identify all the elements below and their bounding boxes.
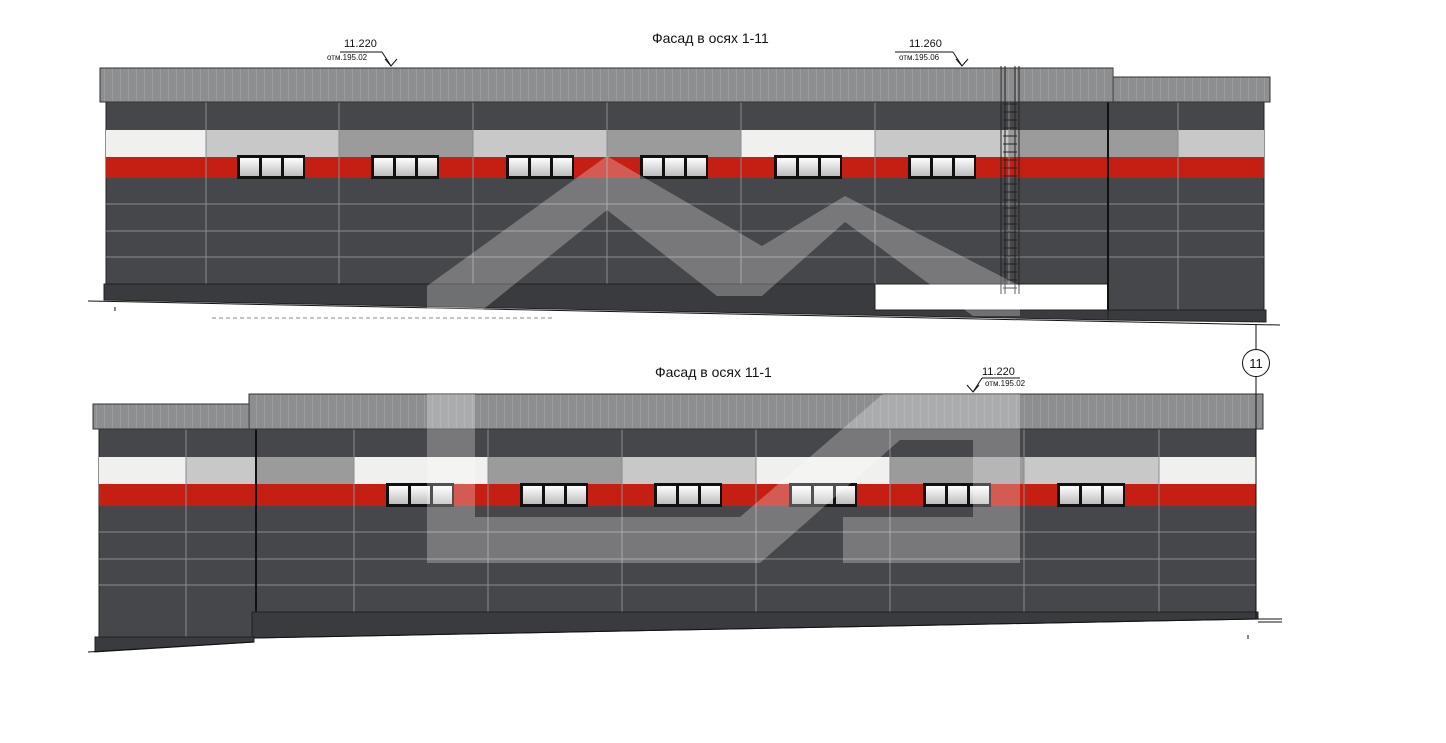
- facade-bottom-title: Фасад в осях 11-1: [655, 364, 772, 380]
- roof-annex: [1112, 76, 1271, 103]
- ground-line: [87, 300, 1281, 326]
- ground-line: [253, 618, 1259, 639]
- ground-line: [87, 641, 255, 653]
- band-segment: [473, 130, 607, 157]
- facade-top: [87, 51, 1281, 350]
- band-segment: [339, 130, 473, 157]
- plinth: [251, 611, 1259, 639]
- band-segment: [890, 457, 1024, 484]
- band-segment: [1009, 130, 1108, 157]
- level-marker-elevation: отм.195.02: [327, 53, 368, 62]
- band-segment: [1108, 130, 1178, 157]
- level-marker-leader: [340, 51, 969, 67]
- facade-bottom: [87, 376, 1282, 653]
- band-segment: [875, 130, 1009, 157]
- window-group: [654, 483, 722, 507]
- band-segment: [756, 457, 890, 484]
- roof-annex: [92, 403, 250, 430]
- level-marker-elevation: отм.195.06: [899, 53, 940, 62]
- plinth-annex: [1107, 309, 1267, 323]
- level-marker-leader: [966, 377, 1020, 393]
- band-segment: [1024, 457, 1159, 484]
- roof-main: [248, 393, 1264, 430]
- window-group: [371, 155, 439, 179]
- level-marker-value: 11.220: [344, 38, 377, 50]
- band-segment: [106, 130, 206, 157]
- band-segment: [1159, 457, 1256, 484]
- panel-grid: [106, 102, 1264, 310]
- window-group: [774, 155, 842, 179]
- band-segment: [186, 457, 256, 484]
- watermark-logo: [427, 156, 1020, 563]
- band-segment: [607, 130, 741, 157]
- level-marker-value: 11.260: [909, 38, 942, 50]
- level-marker-elevation: отм.195.02: [985, 379, 1026, 388]
- axis-bubble: 11: [1242, 349, 1270, 377]
- window-group: [506, 155, 574, 179]
- level-marker-value: 11.220: [982, 366, 1015, 378]
- window-group: [237, 155, 305, 179]
- band-segment: [1178, 130, 1264, 157]
- window-group: [789, 483, 857, 507]
- window-group: [908, 155, 976, 179]
- band-segment: [622, 457, 756, 484]
- window-group: [386, 483, 454, 507]
- panel-grid: [99, 429, 1256, 637]
- roof-ladder: [1000, 66, 1020, 294]
- band-segment: [488, 457, 622, 484]
- roof-main: [99, 67, 1114, 103]
- window-group: [1057, 483, 1125, 507]
- facade-top-title: Фасад в осях 1-11: [652, 30, 769, 46]
- window-group: [520, 483, 588, 507]
- window-group: [923, 483, 991, 507]
- band-segment: [256, 457, 354, 484]
- band-segment: [354, 457, 488, 484]
- band-segment: [741, 130, 875, 157]
- band-segment: [206, 130, 339, 157]
- band-segment: [99, 457, 186, 484]
- window-group: [640, 155, 708, 179]
